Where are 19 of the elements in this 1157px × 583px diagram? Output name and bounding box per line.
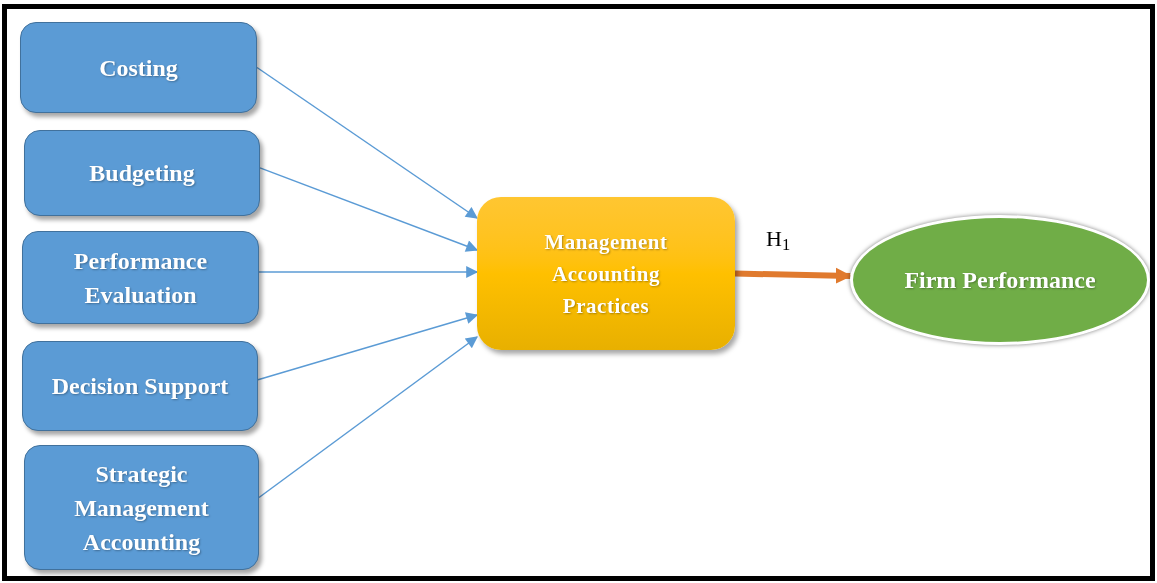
- arrow: [258, 336, 478, 499]
- node-label: Budgeting: [89, 159, 195, 188]
- arrow: [734, 267, 852, 284]
- node-label: Strategic Management Accounting: [73, 459, 210, 557]
- arrow: [256, 66, 478, 219]
- node-label: Costing: [99, 53, 178, 83]
- arrow: [257, 312, 479, 381]
- arrow: [259, 167, 479, 252]
- process-box: [20, 22, 257, 113]
- process-box: [22, 231, 259, 324]
- process-box: [22, 341, 258, 431]
- process-box: [24, 445, 259, 570]
- node-label: Performance Evaluation: [72, 246, 209, 310]
- process-box: [24, 130, 260, 216]
- central-box: [477, 197, 735, 350]
- arrow: [258, 266, 479, 278]
- node-label: Firm Performance: [904, 266, 1096, 295]
- node-label: Decision Support: [51, 372, 229, 401]
- node-label: Management Accounting Practices: [543, 228, 669, 320]
